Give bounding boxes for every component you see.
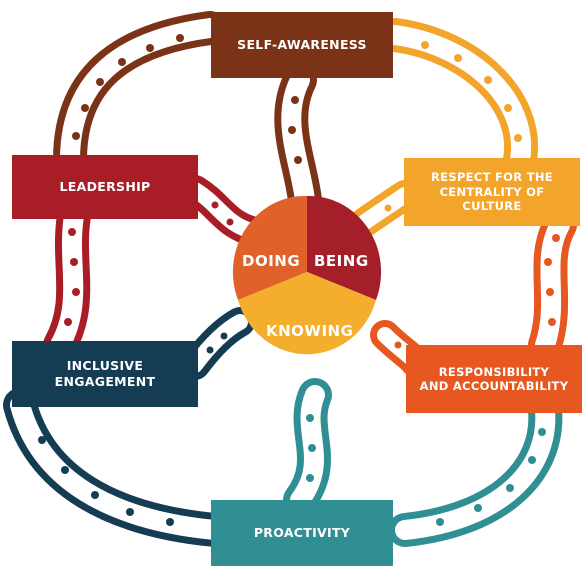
path-amber-center-inner bbox=[357, 187, 413, 230]
box-respect-line-2: CENTRALITY OF bbox=[439, 184, 545, 199]
footprint-dots bbox=[38, 34, 560, 526]
box-inclusive-line-1: INCLUSIVE bbox=[66, 358, 144, 374]
box-responsibility: RESPONSIBILITY AND ACCOUNTABILITY bbox=[406, 345, 582, 413]
box-leadership-label: LEADERSHIP bbox=[59, 179, 151, 195]
segment-being bbox=[307, 195, 382, 300]
segment-knowing bbox=[238, 272, 376, 355]
path-red-left-inner bbox=[50, 200, 85, 355]
box-inclusive-line-2: ENGAGEMENT bbox=[54, 374, 156, 389]
box-self-awareness-label: SELF-AWARENESS bbox=[237, 37, 367, 53]
box-proactivity: PROACTIVITY bbox=[211, 500, 393, 566]
path-navy-center-inner bbox=[187, 314, 248, 373]
box-proactivity-label: PROACTIVITY bbox=[253, 525, 351, 541]
label-knowing: KNOWING bbox=[266, 322, 354, 340]
box-leadership: LEADERSHIP bbox=[12, 155, 198, 219]
box-responsibility-line-1: RESPONSIBILITY bbox=[438, 364, 550, 379]
path-brown-upper-left-inner bbox=[60, 18, 220, 170]
box-respect-line-1: RESPECT FOR THE bbox=[431, 170, 553, 185]
path-brown-center-inner bbox=[281, 70, 315, 210]
label-being: BEING bbox=[314, 252, 369, 270]
path-orange-right-inner bbox=[535, 215, 570, 355]
path-navy-lower-left-inner bbox=[10, 395, 225, 540]
label-doing: DOING bbox=[242, 252, 301, 270]
box-respect: RESPECT FOR THE CENTRALITY OF CULTURE bbox=[404, 158, 580, 226]
box-respect-line-3: CULTURE bbox=[462, 199, 522, 214]
box-inclusive-engagement: INCLUSIVE ENGAGEMENT bbox=[12, 341, 198, 407]
box-self-awareness: SELF-AWARENESS bbox=[211, 12, 393, 78]
center-circle bbox=[232, 195, 382, 355]
box-responsibility-line-2: AND ACCOUNTABILITY bbox=[419, 379, 569, 393]
segment-doing bbox=[232, 195, 307, 300]
